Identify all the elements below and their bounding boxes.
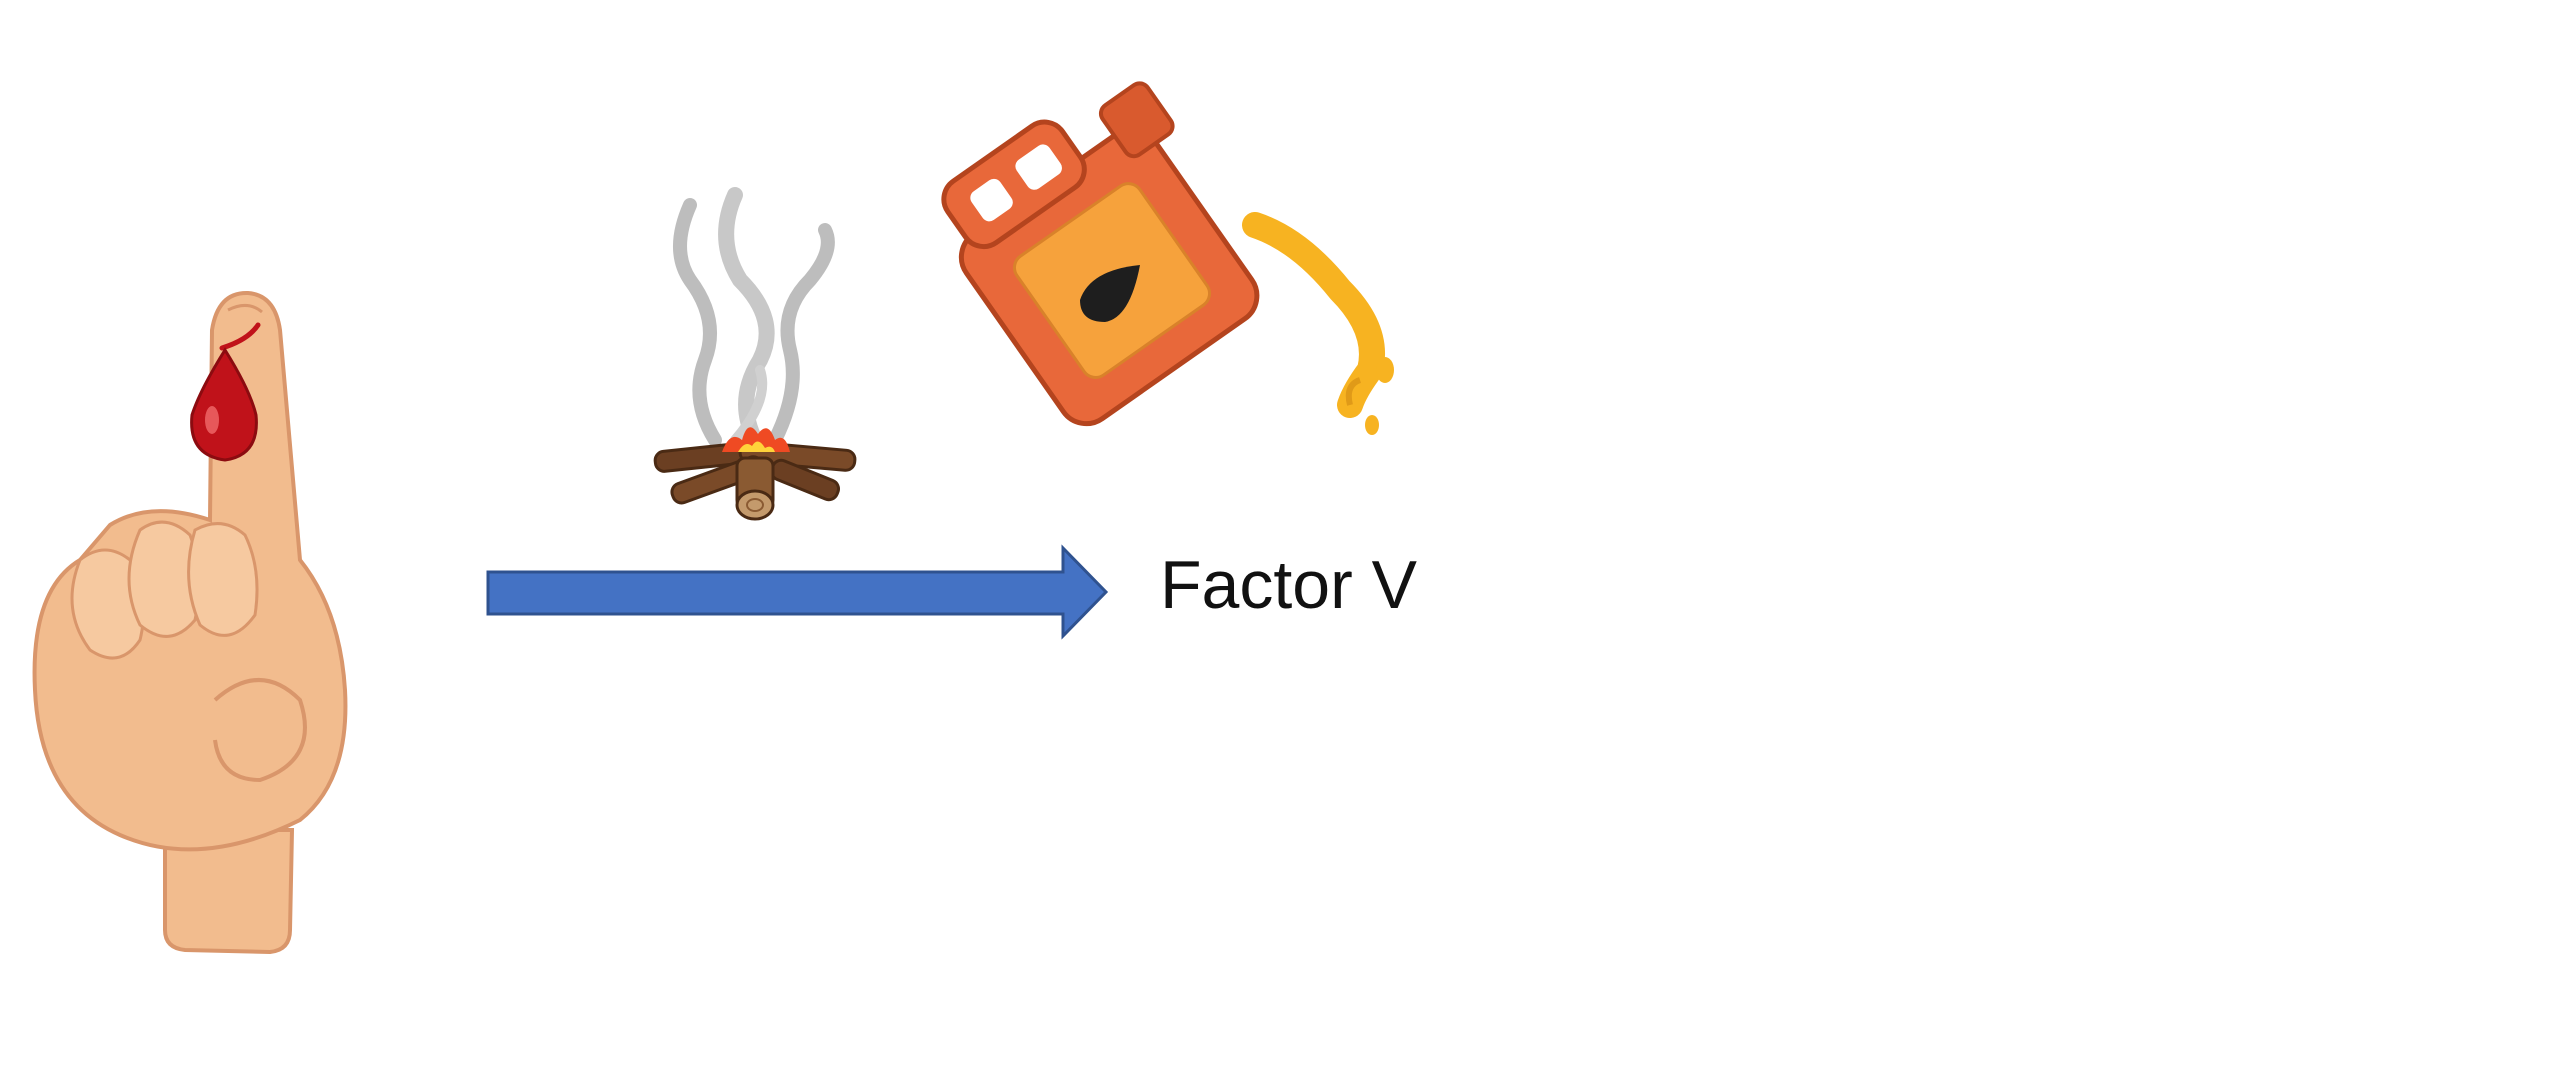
small-arrow	[486, 544, 1109, 640]
fuel-can-pouring-icon	[941, 81, 1394, 435]
bleeding-finger-icon	[32, 290, 348, 954]
factor-v-label: Factor V	[1160, 547, 1417, 623]
smoldering-campfire-icon	[653, 187, 857, 521]
